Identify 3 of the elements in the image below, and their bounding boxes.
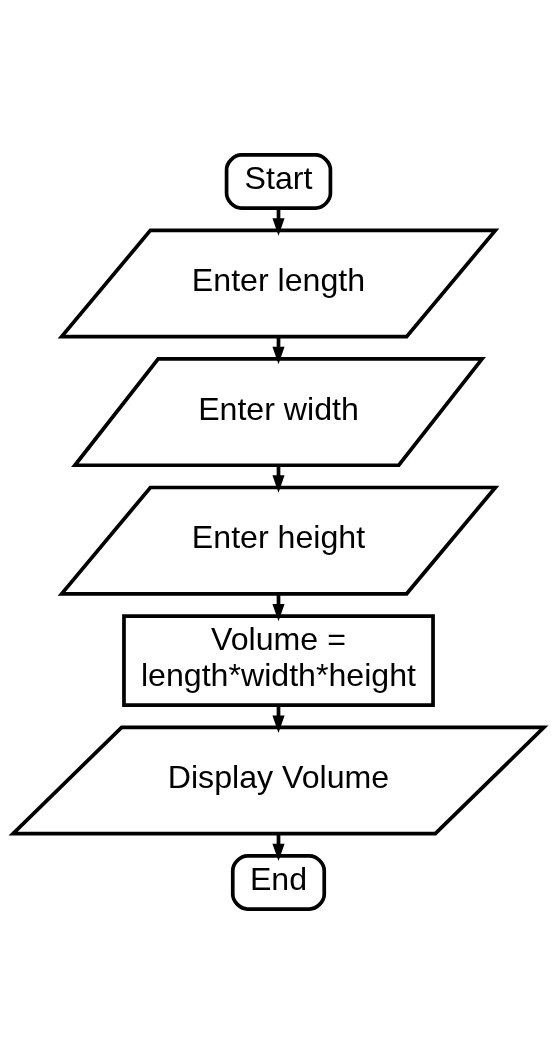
- node-box: Volume = length*width*height: [122, 613, 435, 707]
- node-box: Start: [224, 152, 333, 210]
- node-box: End: [230, 853, 327, 911]
